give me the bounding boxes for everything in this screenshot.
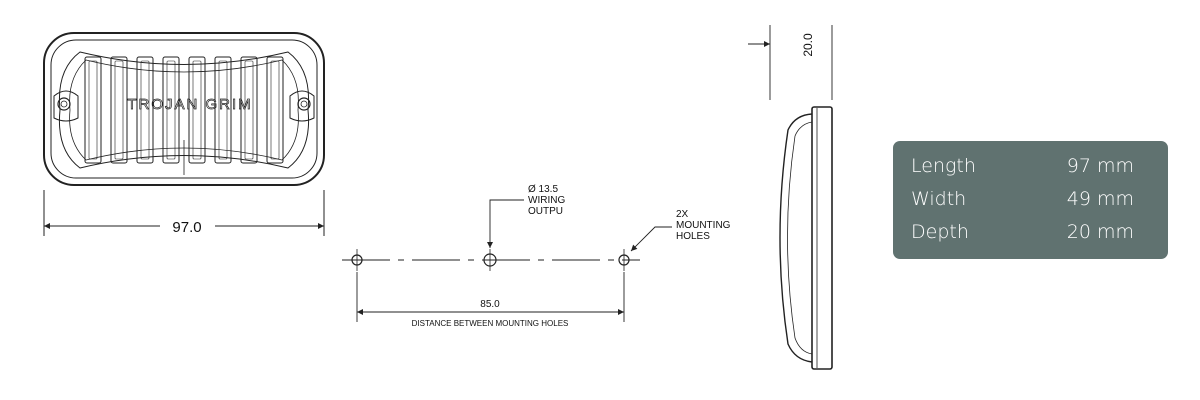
wiring-callout-line-2: WIRING bbox=[528, 195, 565, 206]
led-bar bbox=[110, 56, 128, 164]
width-dimension-text: 97.0 bbox=[172, 219, 201, 236]
mounting-pattern-view: Ø 13.5 WIRING OUTPU 2X MOUNTING HOLES 85… bbox=[342, 184, 733, 328]
mounting-holes-leader bbox=[630, 226, 672, 252]
wiring-hole bbox=[483, 249, 497, 271]
wiring-callout-line-1: Ø 13.5 bbox=[528, 184, 558, 195]
wiring-callout: Ø 13.5 WIRING OUTPU bbox=[528, 184, 568, 217]
mounting-callout: 2X MOUNTING HOLES bbox=[676, 209, 733, 242]
led-bar bbox=[188, 56, 206, 164]
led-bar bbox=[84, 56, 102, 164]
spacing-dimension-text: 85.0 bbox=[480, 299, 500, 310]
lamp-inner-housing bbox=[50, 39, 318, 179]
led-bar-inner bbox=[166, 60, 176, 160]
spec-value-length: 97 mm bbox=[1066, 155, 1134, 177]
spec-value-depth: 20 mm bbox=[1066, 221, 1134, 243]
right-pattern-hole bbox=[618, 249, 630, 271]
spec-row-width: Width 49 mm bbox=[911, 188, 1134, 218]
led-bar-group bbox=[84, 56, 284, 164]
left-mounting-ear bbox=[53, 90, 79, 122]
side-lens-inner-profile bbox=[787, 121, 813, 355]
led-bar-inner bbox=[88, 60, 98, 160]
brand-logo: TROJAN GRIM bbox=[127, 96, 252, 113]
led-bar-inner bbox=[114, 60, 124, 160]
wiring-leader bbox=[487, 199, 524, 248]
lens-outline bbox=[58, 51, 310, 169]
led-bar bbox=[136, 56, 154, 164]
spec-panel: Length 97 mm Width 49 mm Depth 20 mm bbox=[893, 141, 1168, 259]
spec-label-width: Width bbox=[911, 188, 967, 210]
led-bar bbox=[214, 56, 232, 164]
led-bar bbox=[266, 56, 284, 164]
lamp-outer-housing bbox=[43, 32, 325, 186]
spec-row-depth: Depth 20 mm bbox=[911, 221, 1134, 251]
side-view: 20.0 bbox=[748, 25, 833, 370]
spec-row-length: Length 97 mm bbox=[911, 155, 1134, 185]
left-pattern-hole bbox=[351, 249, 363, 271]
wiring-callout-line-3: OUTPU bbox=[528, 206, 563, 217]
mounting-callout-line-1: 2X bbox=[676, 209, 689, 220]
led-bar-inner bbox=[218, 60, 228, 160]
depth-dimension-text: 20.0 bbox=[801, 33, 815, 57]
spec-label-depth: Depth bbox=[911, 221, 969, 243]
mounting-callout-line-3: HOLES bbox=[676, 231, 710, 242]
led-bar-inner bbox=[244, 60, 254, 160]
front-view: TROJAN GRIM 97.0 bbox=[43, 32, 325, 236]
spec-value-width: 49 mm bbox=[1066, 188, 1134, 210]
led-bar bbox=[240, 56, 258, 164]
led-bar-inner bbox=[140, 60, 150, 160]
right-mounting-hole bbox=[297, 97, 311, 111]
side-lens-profile bbox=[779, 113, 813, 363]
led-bar-inner bbox=[192, 60, 202, 160]
left-mounting-hole bbox=[57, 97, 71, 111]
spec-label-length: Length bbox=[911, 155, 976, 177]
led-bar bbox=[162, 56, 180, 164]
led-bar-inner bbox=[270, 60, 280, 160]
right-mounting-ear bbox=[289, 90, 315, 122]
side-base-plate bbox=[811, 106, 833, 370]
spacing-dimension-label: DISTANCE BETWEEN MOUNTING HOLES bbox=[412, 319, 569, 328]
mounting-callout-line-2: MOUNTING bbox=[676, 220, 731, 231]
